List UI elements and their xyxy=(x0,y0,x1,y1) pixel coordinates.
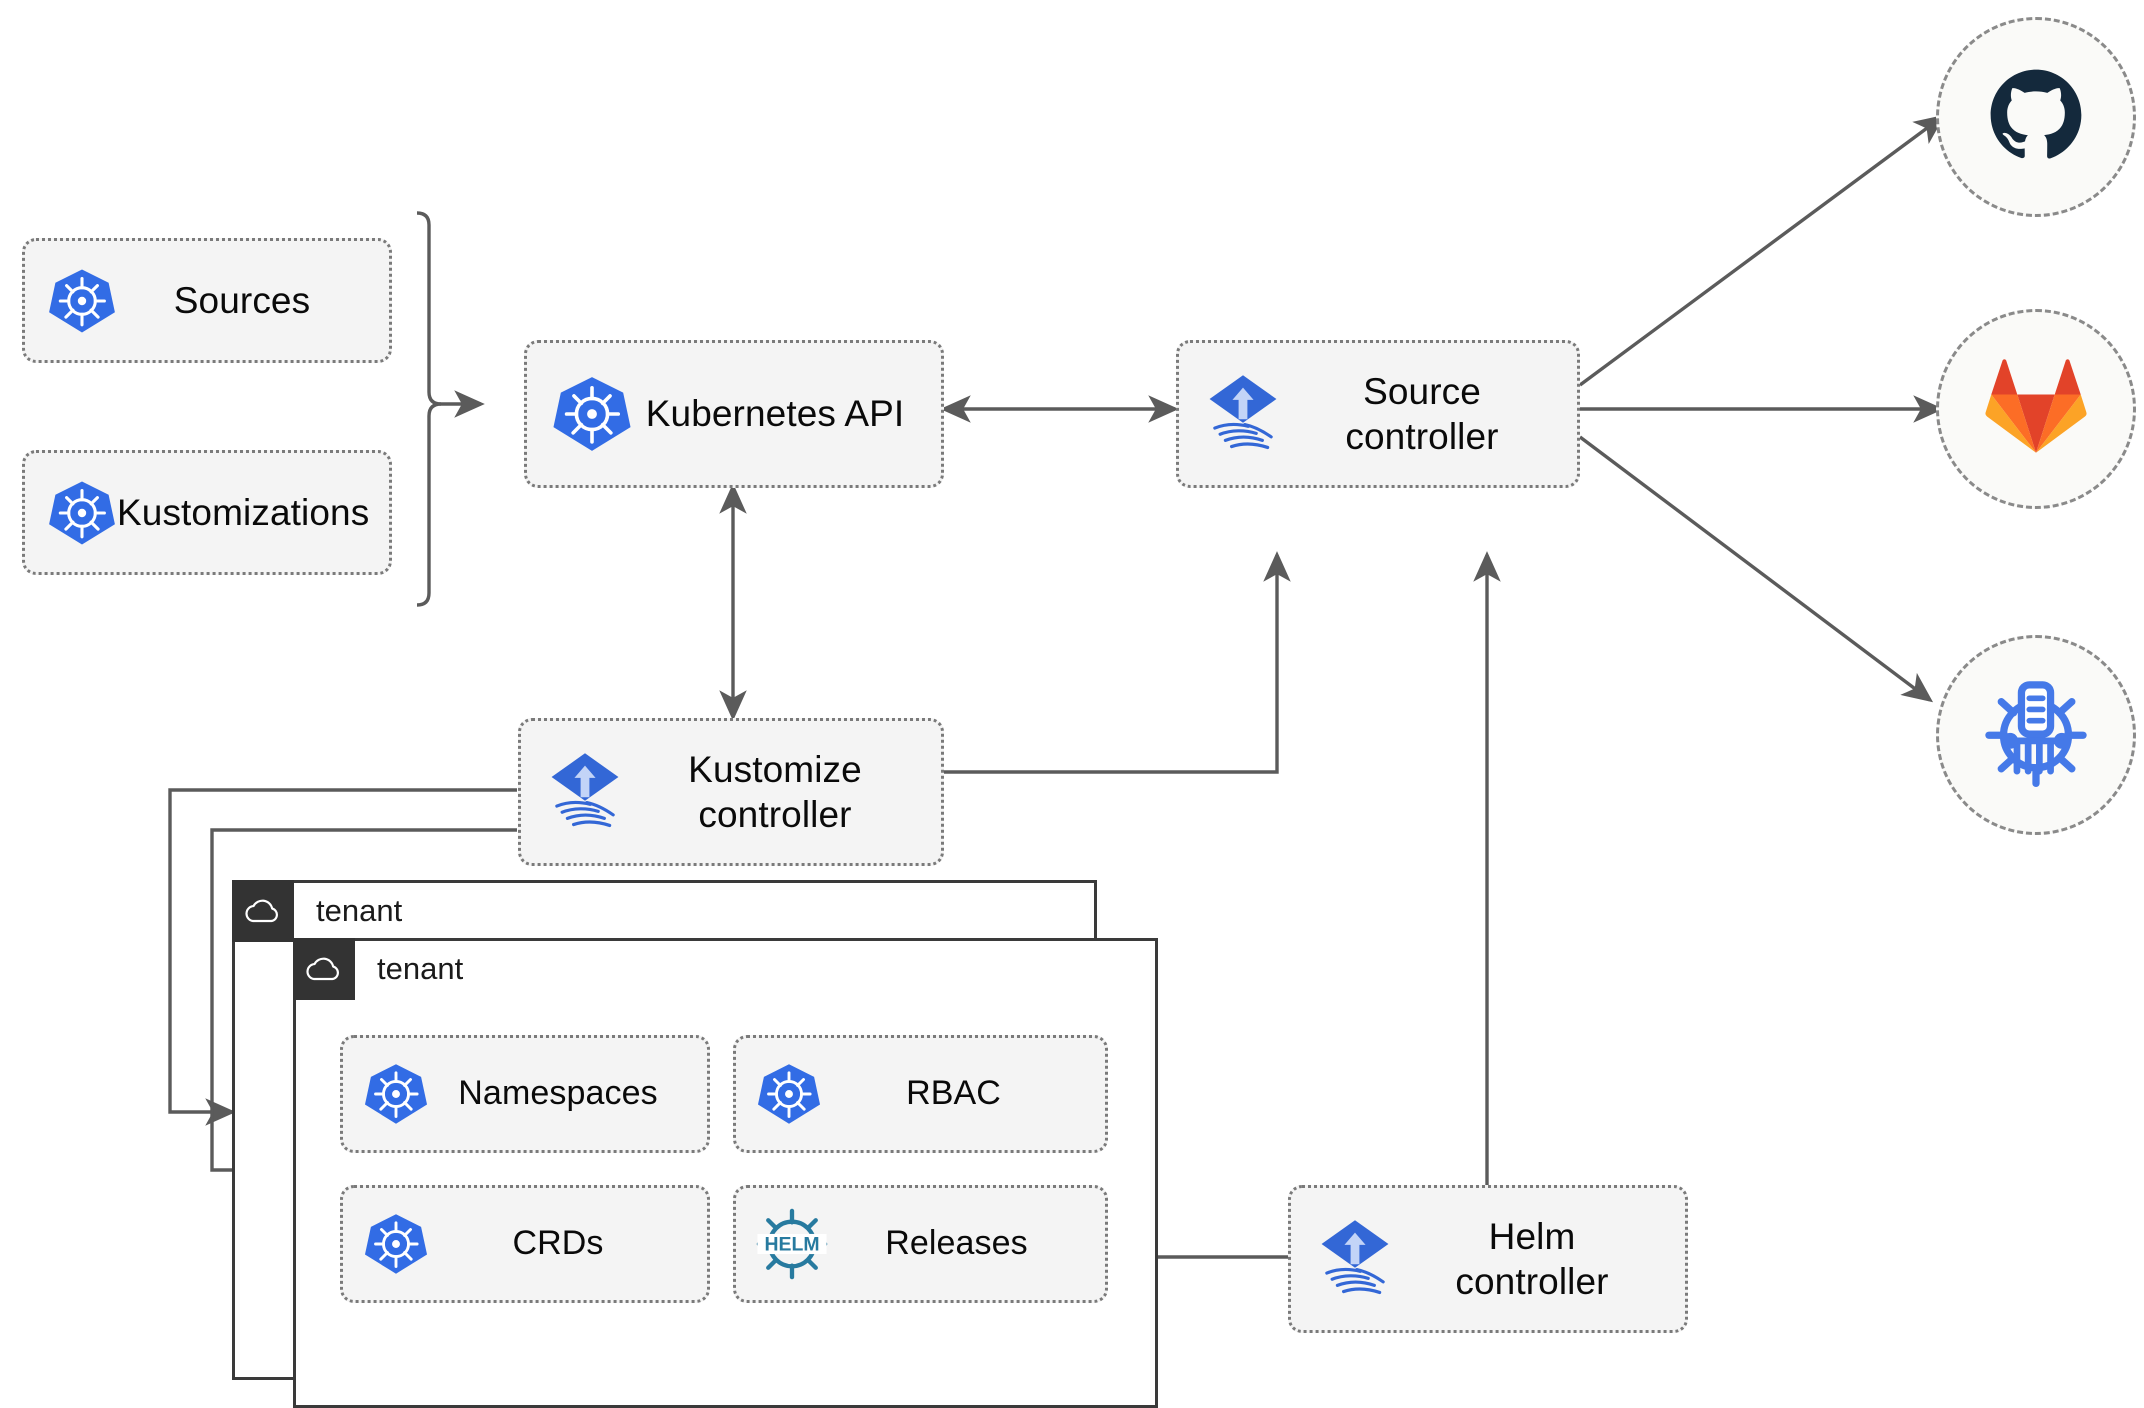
tenant-tab: tenant xyxy=(232,880,402,942)
tenant-label: tenant xyxy=(377,951,464,986)
node-label: Namespaces xyxy=(458,1074,658,1113)
cloud-icon xyxy=(293,938,355,1000)
node-label: Kustomizations xyxy=(117,491,370,533)
endpoint-gitlab[interactable] xyxy=(1936,309,2136,509)
node-label: RBAC xyxy=(906,1074,1001,1113)
node-label: Releases xyxy=(885,1224,1028,1263)
tenant-container-inner[interactable]: tenant xyxy=(293,938,1158,1408)
flux-icon xyxy=(1311,1215,1399,1303)
svg-text:HELM: HELM xyxy=(764,1233,819,1255)
kubernetes-icon xyxy=(551,373,633,455)
tenant-label: tenant xyxy=(316,893,403,928)
node-namespaces[interactable]: Namespaces xyxy=(340,1035,710,1153)
gitlab-icon xyxy=(1984,357,2088,462)
edge-resources-to-api xyxy=(416,211,485,418)
edge-bracket-lower xyxy=(416,402,442,607)
node-kubernetes-api[interactable]: Kubernetes API xyxy=(524,340,944,488)
kubernetes-icon xyxy=(363,1061,429,1127)
flux-icon xyxy=(1199,370,1287,458)
node-label: Kubernetes API xyxy=(645,393,905,435)
endpoint-helm-chart-repository[interactable] xyxy=(1936,635,2136,835)
helm-chart-repository-icon xyxy=(1980,677,2092,794)
kubernetes-icon xyxy=(756,1061,822,1127)
node-label: Sources xyxy=(173,279,311,321)
edge-kustomize-to-source xyxy=(944,551,1291,774)
kubernetes-icon xyxy=(47,266,117,336)
edge-source-to-helm-repository xyxy=(1578,435,1934,703)
flux-icon xyxy=(541,748,629,836)
node-label: Helm controller xyxy=(1455,1215,1609,1302)
cloud-icon xyxy=(232,880,294,942)
helm-icon: HELM xyxy=(756,1208,828,1280)
node-source-controller[interactable]: Source controller xyxy=(1176,340,1580,488)
node-label: Source controller xyxy=(1345,370,1499,457)
node-sources[interactable]: Sources xyxy=(22,238,392,363)
node-helm-controller[interactable]: Helm controller xyxy=(1288,1185,1688,1333)
node-releases[interactable]: HELM Releases xyxy=(733,1185,1108,1303)
tenant-tab: tenant xyxy=(293,938,463,1000)
node-label: CRDs xyxy=(512,1224,604,1263)
kubernetes-icon xyxy=(47,478,117,548)
edge-source-to-github xyxy=(1578,114,1946,387)
github-icon xyxy=(1982,61,2090,174)
kubernetes-icon xyxy=(363,1211,429,1277)
endpoint-github[interactable] xyxy=(1936,17,2136,217)
node-crds[interactable]: CRDs xyxy=(340,1185,710,1303)
node-kustomizations[interactable]: Kustomizations xyxy=(22,450,392,575)
node-label: Kustomize controller xyxy=(688,748,862,835)
node-rbac[interactable]: RBAC xyxy=(733,1035,1108,1153)
node-kustomize-controller[interactable]: Kustomize controller xyxy=(518,718,944,866)
